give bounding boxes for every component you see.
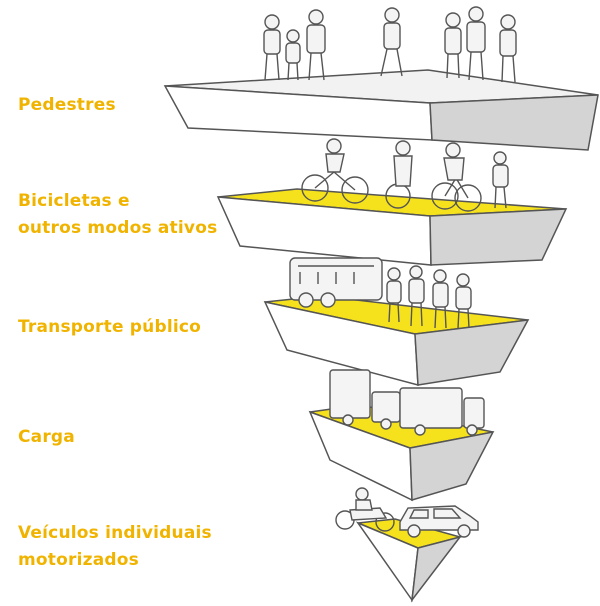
label-private-vehicles: Veículos individuais motorizados (18, 520, 212, 574)
label-cargo-line-1: Carga (18, 427, 75, 447)
pedestrian-figure (263, 14, 281, 81)
bus-figure (289, 257, 383, 308)
label-cargo: Carga (18, 424, 75, 451)
slab-public-transport-side (414, 319, 530, 386)
slab-cargo-side (409, 430, 495, 501)
cyclist-figures (301, 138, 509, 212)
cargo-truck-figures (329, 369, 485, 436)
pedestrian-figure (432, 269, 449, 329)
label-bicycles-line-2: outros modos ativos (18, 218, 218, 238)
pedestrian-figure (408, 265, 425, 327)
slab-bicycles (216, 188, 568, 266)
label-bicycles-line-1: Bicicletas e (18, 191, 130, 211)
label-bicycles: Bicicletas e outros modos ativos (18, 188, 217, 242)
pedestrian-figure (444, 12, 462, 79)
pedestrian-figure (499, 14, 517, 83)
label-public-transport: Transporte público (18, 314, 201, 341)
pedestrian-figures (263, 6, 517, 83)
slab-pedestrians-side (429, 94, 599, 151)
slab-public-transport (263, 295, 530, 386)
motorcycle-figure (335, 487, 395, 532)
slab-pedestrians (163, 69, 599, 151)
cyclist-figure (385, 140, 413, 209)
cyclist-figure (301, 138, 369, 204)
car-figure (399, 505, 479, 538)
label-private-vehicles-line-2: motorizados (18, 550, 139, 570)
label-pedestrians-line-1: Pedestres (18, 95, 116, 115)
pedestrian-figure (306, 9, 326, 81)
pedestrian-figure (492, 151, 509, 209)
slab-bicycles-side (429, 208, 568, 266)
pedestrian-figure (455, 273, 472, 329)
truck-container (329, 369, 371, 419)
pedestrian-figure (386, 267, 402, 323)
slab-private-vehicles (355, 518, 463, 603)
label-public-transport-line-1: Transporte público (18, 317, 202, 337)
pedestrian-figure (285, 29, 301, 81)
truck-cab (371, 391, 401, 423)
cyclist-figure (431, 142, 482, 212)
truck-cab (463, 397, 485, 429)
pedestrian-figure (466, 6, 486, 81)
label-private-vehicles-line-1: Veículos individuais (18, 523, 212, 543)
passenger-figures (386, 265, 472, 329)
slab-private-vehicles-side (410, 535, 462, 603)
truck-trailer (399, 387, 463, 429)
pedestrian-figure (380, 7, 403, 77)
label-pedestrians: Pedestres (18, 92, 116, 119)
